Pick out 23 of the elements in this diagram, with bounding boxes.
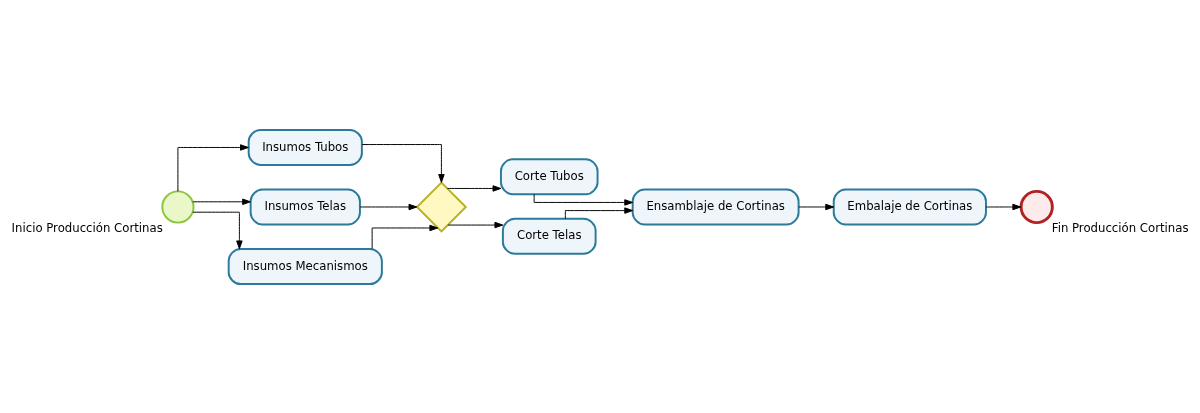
- arrow: [985, 203, 1022, 210]
- arrow: [533, 193, 634, 206]
- arrow: [361, 143, 445, 183]
- arrow: [564, 206, 634, 219]
- node-circle: [1019, 189, 1054, 224]
- arrow: [192, 211, 243, 249]
- arrow: [447, 184, 502, 192]
- node-box: Insumos Telas: [249, 187, 361, 226]
- arrow: [192, 198, 251, 205]
- node-box: Insumos Mecanismos: [227, 247, 383, 285]
- node-box: Embalaje de Cortinas: [832, 187, 987, 226]
- arrow: [371, 224, 439, 249]
- node-label: Inicio Producción Cortinas: [11, 220, 163, 235]
- node-label: Fin Producción Cortinas: [1051, 220, 1189, 235]
- arrow: [447, 221, 504, 228]
- node-circle: [161, 189, 195, 224]
- node-box: Corte Tubos: [499, 157, 599, 195]
- node-box: Ensamblaje de Cortinas: [631, 187, 800, 226]
- arrow: [359, 203, 418, 210]
- arrow: [798, 203, 835, 210]
- arrow: [177, 143, 249, 192]
- node-box: Insumos Tubos: [247, 128, 363, 166]
- node-box: Corte Telas: [501, 217, 597, 255]
